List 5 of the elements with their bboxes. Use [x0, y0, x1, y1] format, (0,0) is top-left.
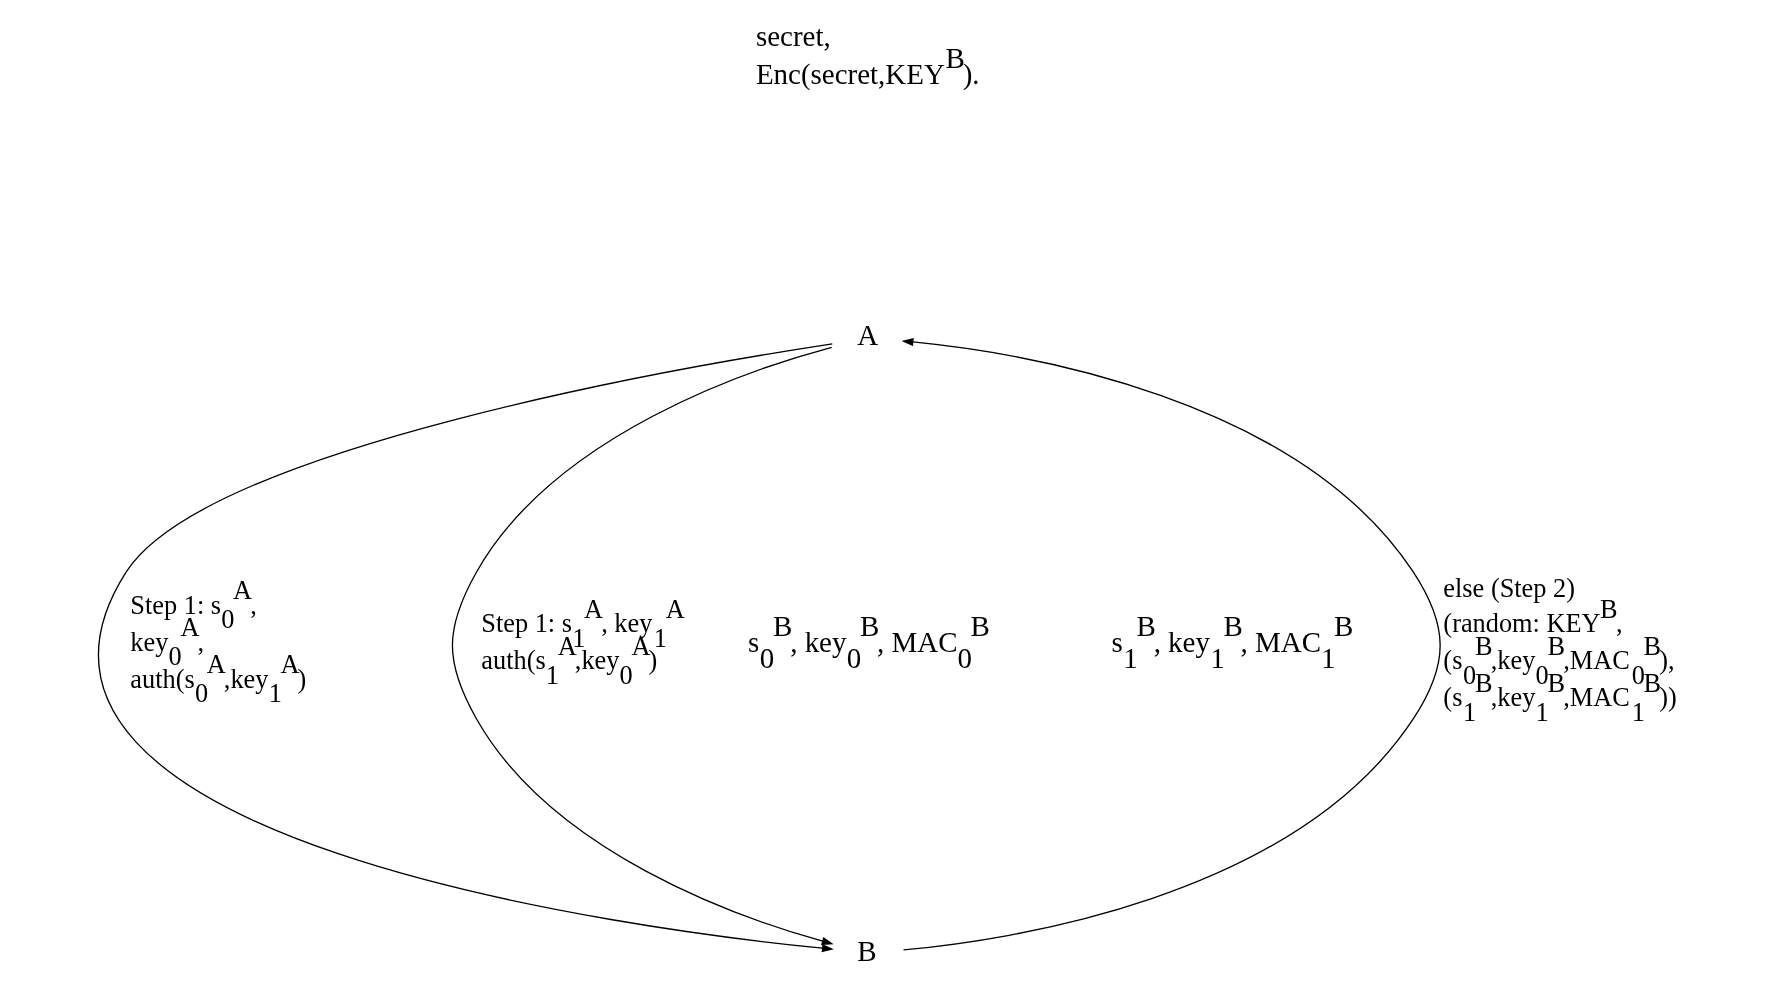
- arrow: [98, 343, 834, 953]
- arrow: [451, 346, 834, 946]
- node-text: A: [856, 318, 878, 351]
- arrow: [901, 337, 1441, 951]
- node-text: B: [856, 935, 877, 968]
